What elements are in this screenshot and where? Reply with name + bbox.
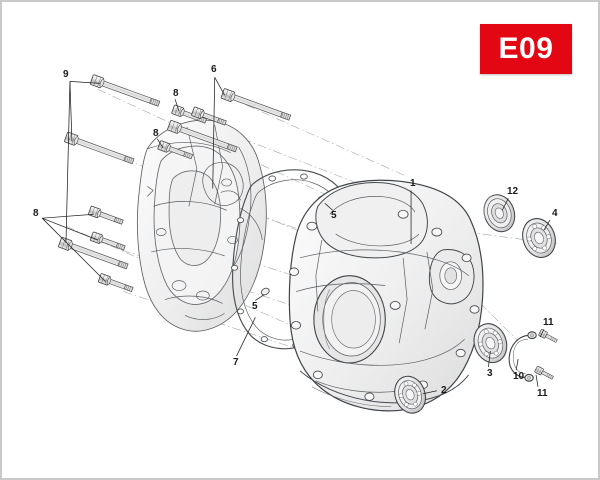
callout-8-b: 8 bbox=[153, 128, 159, 139]
oil-pipe-10 bbox=[508, 331, 537, 382]
callout-10: 10 bbox=[513, 371, 525, 382]
callout-7: 7 bbox=[233, 357, 239, 368]
callout-5-lower: 5 bbox=[252, 301, 258, 312]
bolt-group-8-lower bbox=[87, 205, 135, 295]
oil-seal-12 bbox=[483, 194, 516, 233]
callout-12: 12 bbox=[507, 186, 519, 197]
callout-4: 4 bbox=[552, 208, 558, 219]
section-badge-label: E09 bbox=[498, 32, 554, 65]
callout-2: 2 bbox=[441, 385, 447, 396]
callout-8-c: 8 bbox=[33, 208, 39, 219]
oil-pipe-bolt-upper-11 bbox=[538, 328, 559, 345]
callout-6: 6 bbox=[211, 64, 217, 75]
callout-11-lower: 11 bbox=[537, 388, 548, 399]
callout-leader-lines bbox=[41, 77, 551, 395]
ball-bearing-2 bbox=[394, 375, 426, 414]
ball-bearing-4 bbox=[522, 218, 556, 258]
callout-9: 9 bbox=[63, 69, 69, 80]
crankcase-left-half bbox=[136, 119, 267, 332]
oil-pipe-bolt-lower-11 bbox=[534, 365, 555, 382]
crankcase-left-detail bbox=[147, 124, 263, 320]
callout-11-upper: 11 bbox=[543, 317, 554, 328]
callout-8-a: 8 bbox=[173, 88, 179, 99]
crankcase-right-half bbox=[288, 179, 484, 412]
ball-bearing-3 bbox=[473, 323, 508, 364]
section-badge: E09 bbox=[480, 24, 572, 74]
callout-3: 3 bbox=[487, 368, 493, 379]
callout-1: 1 bbox=[410, 178, 416, 189]
callout-5-upper: 5 bbox=[331, 210, 337, 221]
